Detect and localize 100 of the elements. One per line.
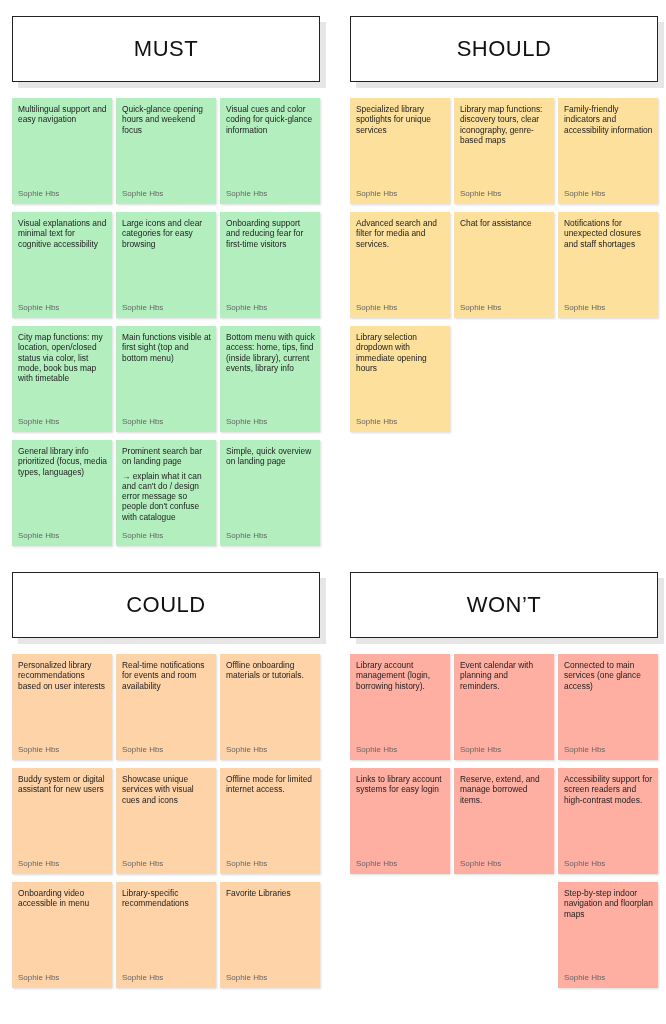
sticky-note: [558, 882, 658, 988]
author-name: Sophie Hbs: [356, 189, 399, 199]
note-text: Library-specific recommendations: [122, 888, 190, 909]
note-text: Links to library account systems for easy login: [356, 774, 443, 795]
sticky-note: [116, 326, 216, 432]
sticky-note: [220, 440, 320, 546]
sticky-note: [558, 768, 658, 874]
note-text: Simple, quick overview on landing page: [226, 446, 313, 467]
author-name: Sophie Hbs: [18, 189, 61, 199]
note-text: Connected to main services (one glance access): [564, 660, 642, 691]
sticky-note: [220, 326, 320, 432]
note-text: Prominent search bar on landing page: [122, 446, 204, 467]
sticky-note: [350, 212, 450, 318]
sticky-note: [454, 212, 554, 318]
note-text: Multilingual support and easy navigation: [18, 104, 107, 125]
note-text: Step-by-step indoor navigation and floorplan maps: [564, 888, 653, 919]
sticky-note: [220, 98, 320, 204]
author-name: Sophie Hbs: [18, 973, 61, 983]
sticky-note: [220, 768, 320, 874]
author-name: Sophie Hbs: [122, 189, 165, 199]
author-name: Sophie Hbs: [564, 189, 607, 199]
sticky-note: [558, 98, 658, 204]
note-text: Favorite Libraries: [226, 888, 292, 899]
sticky-note: [558, 212, 658, 318]
author-name: Sophie Hbs: [18, 745, 61, 755]
note-text: City map functions: my location, open/closed status via color, list mode, book bus map with timetable: [18, 332, 104, 384]
note-text: → explain what it can and can't do / design error message so people don't confuse with catalogue: [122, 470, 203, 522]
note-text: General library info prioritized (focus, media types, languages): [18, 446, 107, 477]
sticky-note: [116, 882, 216, 988]
note-text: Onboarding support and reducing fear for first-time visitors: [226, 218, 305, 249]
note-text: Visual cues and color coding for quick-glance information: [226, 104, 314, 135]
note-text: Offline mode for limited internet access.: [226, 774, 313, 795]
author-name: Sophie Hbs: [122, 303, 165, 313]
sticky-note: [116, 212, 216, 318]
sticky-note: [12, 326, 112, 432]
category-heading: WON’T: [466, 592, 542, 618]
author-name: Sophie Hbs: [226, 417, 269, 427]
author-name: Sophie Hbs: [18, 859, 61, 869]
note-text: Quick-glance opening hours and weekend focus: [122, 104, 204, 135]
note-text: Notifications for unexpected closures and staff shortages: [564, 218, 642, 249]
sticky-note: [116, 98, 216, 204]
note-text: Chat for assistance: [460, 218, 533, 229]
note-text: Reserve, extend, and manage borrowed items.: [460, 774, 541, 805]
sticky-note: [12, 768, 112, 874]
category-heading: MUST: [133, 36, 199, 62]
author-name: Sophie Hbs: [564, 303, 607, 313]
author-name: Sophie Hbs: [460, 303, 503, 313]
sticky-note: [558, 654, 658, 760]
sticky-note: [220, 654, 320, 760]
note-text: Library account management (login, borrowing history).: [356, 660, 432, 691]
sticky-note: [454, 654, 554, 760]
note-text: Real-time notifications for events and room availability: [122, 660, 206, 691]
note-text: Accessibility support for screen readers and high-contrast modes.: [564, 774, 653, 805]
author-name: Sophie Hbs: [564, 973, 607, 983]
sticky-note: [220, 212, 320, 318]
author-name: Sophie Hbs: [122, 745, 165, 755]
author-name: Sophie Hbs: [226, 303, 269, 313]
sticky-note: [12, 440, 112, 546]
sticky-note: [116, 768, 216, 874]
category-heading: COULD: [126, 592, 206, 618]
author-name: Sophie Hbs: [226, 745, 269, 755]
note-text: Offline onboarding materials or tutorials.: [226, 660, 305, 681]
sticky-note: [116, 440, 216, 546]
author-name: Sophie Hbs: [122, 973, 165, 983]
author-name: Sophie Hbs: [226, 531, 269, 541]
note-text: Personalized library recommendations based on user interests: [18, 660, 107, 691]
note-text: Advanced search and filter for media and services.: [356, 218, 438, 249]
note-text: Event calendar with planning and reminders.: [460, 660, 535, 691]
sticky-note: [220, 882, 320, 988]
author-name: Sophie Hbs: [564, 859, 607, 869]
note-text: Library map functions: discovery tours, clear iconography, genre-based maps: [460, 104, 544, 145]
sticky-note: [12, 98, 112, 204]
author-name: Sophie Hbs: [356, 303, 399, 313]
author-name: Sophie Hbs: [460, 189, 503, 199]
note-text: Specialized library spotlights for unique services: [356, 104, 432, 135]
author-name: Sophie Hbs: [226, 973, 269, 983]
author-name: Sophie Hbs: [460, 859, 503, 869]
author-name: Sophie Hbs: [564, 745, 607, 755]
note-text: Visual explanations and minimal text for cognitive accessibility: [18, 218, 107, 249]
note-text: Library selection dropdown with immediate opening hours: [356, 332, 428, 373]
author-name: Sophie Hbs: [122, 531, 165, 541]
author-name: Sophie Hbs: [356, 859, 399, 869]
author-name: Sophie Hbs: [226, 189, 269, 199]
author-name: Sophie Hbs: [226, 859, 269, 869]
author-name: Sophie Hbs: [460, 745, 503, 755]
note-text: Large icons and clear categories for easy browsing: [122, 218, 204, 249]
sticky-note: [350, 768, 450, 874]
sticky-note: [12, 212, 112, 318]
note-text: Family-friendly indicators and accessibility information: [564, 104, 653, 135]
author-name: Sophie Hbs: [18, 531, 61, 541]
sticky-note: [350, 654, 450, 760]
author-name: Sophie Hbs: [18, 417, 61, 427]
sticky-note: [454, 768, 554, 874]
sticky-note: [116, 654, 216, 760]
note-text: Main functions visible at first sight (top and bottom menu): [122, 332, 211, 363]
author-name: Sophie Hbs: [356, 745, 399, 755]
author-name: Sophie Hbs: [122, 417, 165, 427]
author-name: Sophie Hbs: [122, 859, 165, 869]
author-name: Sophie Hbs: [18, 303, 61, 313]
author-name: Sophie Hbs: [356, 417, 399, 427]
